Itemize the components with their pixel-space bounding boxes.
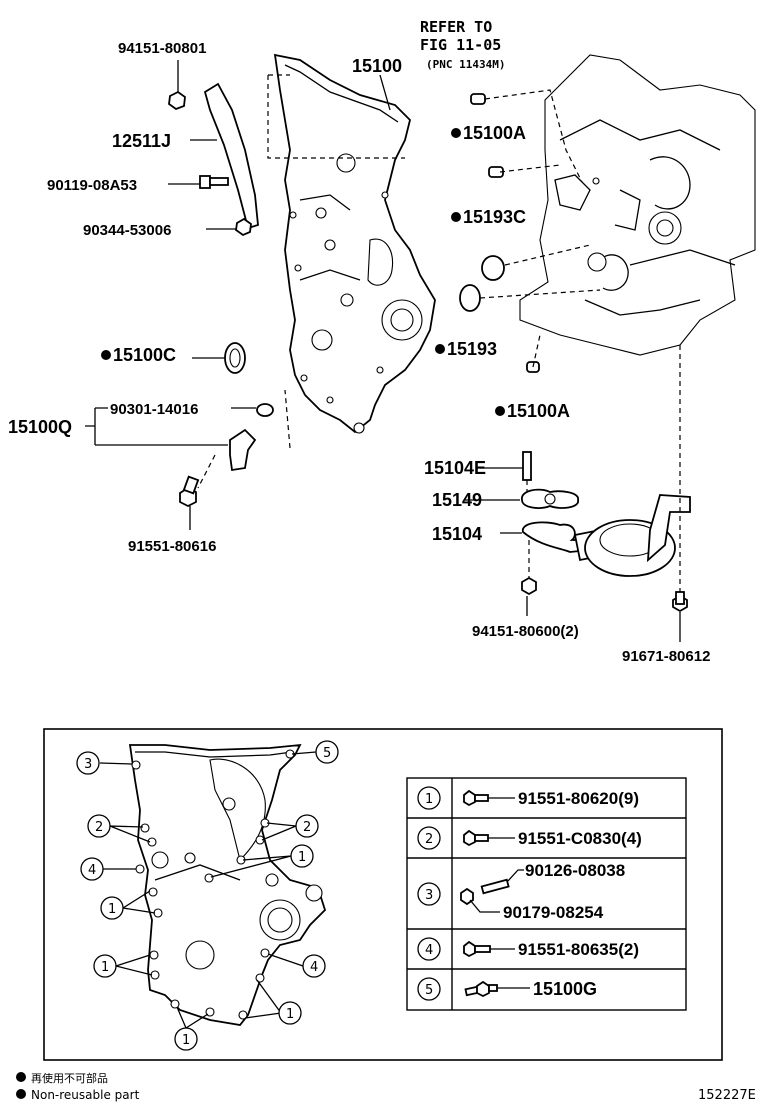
- inset-frame: [43, 728, 723, 1061]
- svg-text:4: 4: [310, 960, 318, 975]
- engine-block-illustration: [519, 54, 756, 356]
- callout-3-left: 3: [76, 751, 100, 775]
- label-90119-08A53: 90119-08A53: [47, 177, 137, 194]
- figure-id: 152227E: [698, 1088, 756, 1103]
- callout-1-left-lower: 1: [93, 954, 117, 978]
- table-part-number: 90126-08038: [525, 861, 625, 880]
- timing-chain-cover-illustration: [273, 53, 436, 434]
- o-ring-90301-14016: [256, 403, 274, 417]
- table-part-number: 90179-08254: [503, 903, 604, 922]
- label-15100A-top: 15100A: [463, 123, 526, 143]
- chain-tensioner-arm: [203, 82, 259, 230]
- label-15193: 15193: [447, 339, 497, 359]
- table-row: 1 91551-80620(9): [417, 786, 639, 810]
- label-94151-80801: 94151-80801: [118, 40, 206, 57]
- stud-icon: [480, 878, 510, 895]
- bolt-icon: [463, 789, 489, 807]
- svg-text:4: 4: [88, 863, 96, 878]
- table-row: 2 91551-C0830(4): [417, 826, 642, 850]
- stud-15104E: [522, 451, 532, 481]
- label-91671-80612: 91671-80612: [622, 648, 710, 665]
- bolt-91551-80616: [179, 475, 200, 508]
- label-91551-80616: 91551-80616: [128, 538, 216, 555]
- table-row-key: 1: [425, 792, 433, 807]
- table-part-number: 15100G: [533, 979, 597, 999]
- stud-bolt-icon: [464, 980, 498, 998]
- table-row-key: 5: [425, 983, 433, 998]
- legend-jp: 再使用不可部品: [31, 1071, 108, 1085]
- svg-text:1: 1: [298, 850, 306, 865]
- svg-text:1: 1: [182, 1033, 190, 1048]
- label-15100C: 15100C: [113, 345, 176, 365]
- label-94151-80600: 94151-80600(2): [472, 623, 579, 640]
- o-ring-15193C: [481, 255, 505, 281]
- legend-bullet-jp: [16, 1072, 26, 1082]
- svg-text:2: 2: [95, 820, 103, 835]
- label-15100A-bottom: 15100A: [507, 401, 570, 421]
- callout-1-center: 1: [290, 844, 314, 868]
- label-15100Q: 15100Q: [8, 417, 72, 437]
- svg-text:1: 1: [108, 902, 116, 917]
- callout-4-left: 4: [80, 857, 104, 881]
- svg-text:1: 1: [101, 960, 109, 975]
- callout-2-right: 2: [295, 814, 319, 838]
- bolt-91671-80612: [672, 591, 688, 613]
- oil-seal-15100C: [224, 342, 246, 374]
- pin-15100A-top: [470, 93, 486, 105]
- callout-2-left: 2: [87, 814, 111, 838]
- reference-line-1: REFER TO: [420, 18, 492, 36]
- svg-text:2: 2: [303, 820, 311, 835]
- table-part-number: 91551-C0830(4): [518, 829, 642, 848]
- sensor-15100Q: [229, 428, 257, 472]
- table-row: 4 91551-80635(2): [417, 937, 639, 961]
- label-90301-14016: 90301-14016: [110, 401, 198, 418]
- reference-line-3: (PNC 11434M): [426, 58, 505, 71]
- nut-94151-80801: [168, 90, 186, 111]
- bolt-90119-08A53: [199, 175, 229, 189]
- nut-90344-53006: [235, 217, 252, 237]
- callout-1-bottom-right: 1: [278, 1001, 302, 1025]
- table-row: 5 15100G: [417, 977, 597, 1001]
- callout-1-left-upper: 1: [100, 896, 124, 920]
- non-reusable-marker-15100C: [101, 350, 111, 360]
- legend-en: Non-reusable part: [31, 1088, 140, 1102]
- label-12511J: 12511J: [112, 131, 171, 151]
- callout-1-bottom: 1: [174, 1027, 198, 1051]
- non-reusable-marker-15193C: [451, 212, 461, 222]
- gasket-15149: [521, 488, 579, 509]
- label-15149: 15149: [432, 490, 482, 510]
- cover-bolt-layout-illustration: [128, 743, 327, 1026]
- nut-94151-80600: [521, 576, 537, 596]
- svg-text:5: 5: [323, 746, 331, 761]
- bolt-icon: [463, 940, 491, 958]
- table-row: 3 90126-08038 90179-08254: [417, 861, 625, 922]
- table-row-key: 3: [425, 888, 433, 903]
- non-reusable-marker-15100A-top: [451, 128, 461, 138]
- label-15104E: 15104E: [424, 458, 486, 478]
- label-15193C: 15193C: [463, 207, 526, 227]
- bolt-icon: [463, 829, 489, 847]
- legend: 再使用不可部品 Non-reusable part: [16, 1071, 140, 1102]
- legend-bullet-en: [16, 1089, 26, 1099]
- callout-5-top: 5: [315, 740, 339, 764]
- svg-text:1: 1: [286, 1007, 294, 1022]
- non-reusable-marker-15100A-bottom: [495, 406, 505, 416]
- table-part-number: 91551-80635(2): [518, 940, 639, 959]
- label-15100: 15100: [352, 56, 402, 76]
- svg-text:3: 3: [84, 757, 92, 772]
- reference-line-2: FIG 11-05: [420, 36, 501, 54]
- table-part-number: 91551-80620(9): [518, 789, 639, 808]
- label-90344-53006: 90344-53006: [83, 222, 171, 239]
- bolt-table: 1 91551-80620(9) 2 91551-C0830(4) 3 9012…: [406, 777, 687, 1011]
- non-reusable-marker-15193: [435, 344, 445, 354]
- table-row-key: 2: [425, 832, 433, 847]
- o-ring-15193: [459, 284, 481, 312]
- callout-4-right: 4: [302, 954, 326, 978]
- label-15104: 15104: [432, 524, 482, 544]
- table-row-key: 4: [425, 943, 433, 958]
